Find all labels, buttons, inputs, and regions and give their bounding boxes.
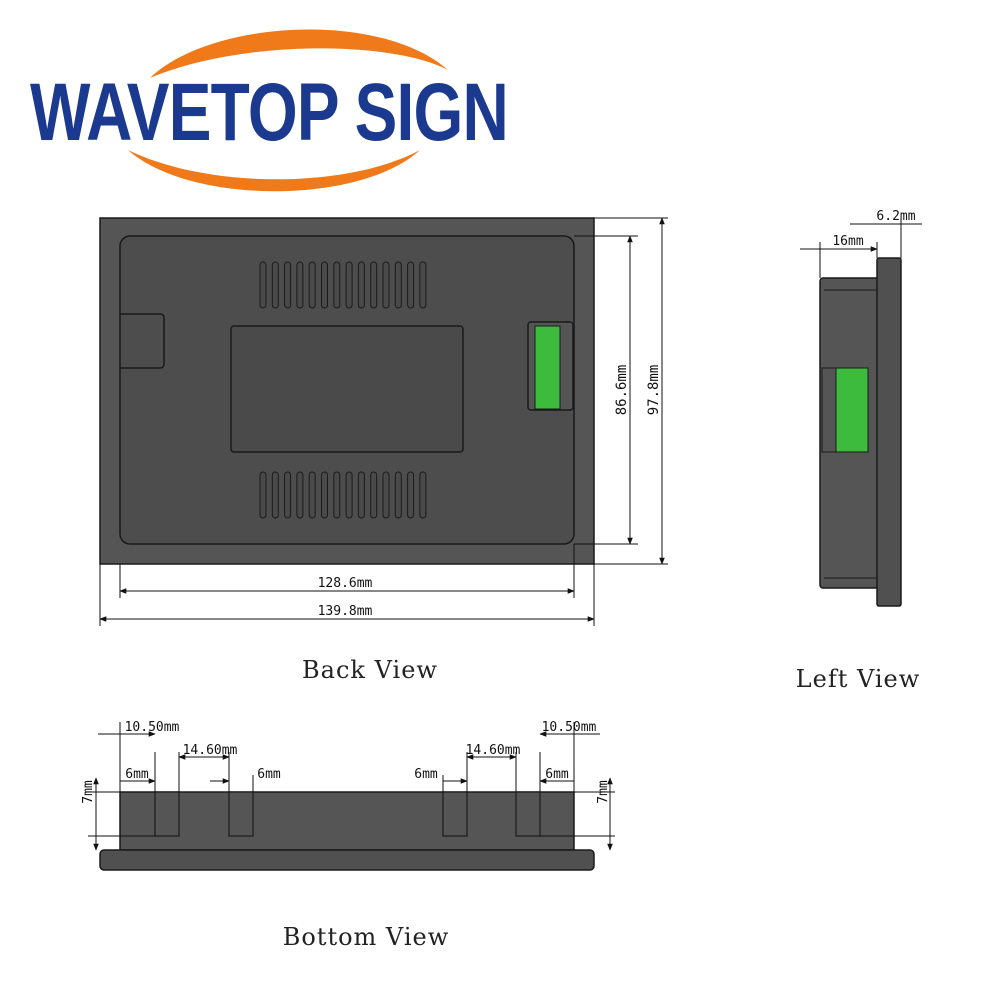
vent-slot xyxy=(284,261,292,309)
dim-slot-left-b: 6mm xyxy=(257,767,281,782)
dim-back-inner-width: 128.6mm xyxy=(318,576,373,591)
dim-back-outer-height: 97.8mm xyxy=(646,365,662,416)
vent-slot xyxy=(308,261,316,309)
dim-left-depth: 16mm xyxy=(832,234,863,249)
left-connector-housing xyxy=(821,367,837,453)
brand-name: WAVETOP SIGN xyxy=(30,67,508,158)
dim-slot-right-b: 6mm xyxy=(545,767,569,782)
back-view: 128.6mm 139.8mm 86.6mm 97.8mm Back View xyxy=(99,217,668,684)
dim-back-outer-width: 139.8mm xyxy=(318,604,373,619)
vent-slot xyxy=(259,471,267,519)
vent-slot xyxy=(407,261,415,309)
caption-back-view: Back View xyxy=(302,656,438,684)
vent-slot xyxy=(382,471,390,519)
vent-slots-bottom xyxy=(259,471,427,519)
dim-height-right: 7mm xyxy=(596,780,611,804)
dim-back-inner-height: 86.6mm xyxy=(614,365,630,416)
logo-swoosh-bottom xyxy=(128,150,420,192)
vent-slot xyxy=(407,471,415,519)
bottom-slot-3 xyxy=(442,791,468,837)
vent-slot xyxy=(394,261,402,309)
brand-logo: WAVETOP SIGN xyxy=(30,29,509,192)
green-connector xyxy=(534,325,561,410)
vent-slots-top xyxy=(259,261,427,309)
dim-bottom-spacing-left: 14.60mm xyxy=(183,743,238,758)
vent-slot xyxy=(419,261,427,309)
logo-swoosh-top xyxy=(150,29,448,78)
dim-bottom-spacing-right: 14.60mm xyxy=(466,743,521,758)
caption-bottom-view: Bottom View xyxy=(283,923,450,951)
vent-slot xyxy=(321,471,328,519)
left-view: 16mm 6.2mm Left View xyxy=(796,209,922,693)
bottom-slot-4 xyxy=(515,791,541,837)
left-green-connector xyxy=(835,367,869,453)
bottom-slot-2 xyxy=(228,791,254,837)
vent-slot xyxy=(271,471,279,519)
vent-slot xyxy=(296,261,304,309)
vent-slot xyxy=(271,261,279,309)
left-bezel xyxy=(876,257,902,607)
bottom-view: 10.50mm 14.60mm 6mm 6mm 6mm 14.60mm 6mm … xyxy=(81,720,615,951)
vent-slot xyxy=(370,471,378,519)
vent-slot xyxy=(259,261,267,309)
bottom-body xyxy=(119,791,575,851)
vent-slot xyxy=(370,261,378,309)
caption-left-view: Left View xyxy=(796,665,921,693)
dim-height-left: 7mm xyxy=(81,780,96,804)
back-notch xyxy=(120,313,165,369)
dim-left-bezel: 6.2mm xyxy=(876,209,915,224)
back-label-area xyxy=(230,325,464,453)
vent-slot xyxy=(394,471,402,519)
dim-slot-right-a: 6mm xyxy=(414,767,438,782)
vent-slot xyxy=(321,261,328,309)
vent-slot xyxy=(345,471,353,519)
vent-slot xyxy=(296,471,304,519)
vent-slot xyxy=(308,471,316,519)
bottom-bezel xyxy=(99,849,595,871)
dim-slot-left-a: 6mm xyxy=(125,767,149,782)
vent-slot xyxy=(357,261,365,309)
vent-slot xyxy=(382,261,390,309)
dim-bottom-offset-left: 10.50mm xyxy=(125,720,180,735)
vent-slot xyxy=(333,471,341,519)
vent-slot xyxy=(284,471,292,519)
bottom-slot-1 xyxy=(154,791,180,837)
vent-slot xyxy=(345,261,353,309)
vent-slot xyxy=(333,261,341,309)
vent-slot xyxy=(357,471,365,519)
dim-bottom-offset-right: 10.50mm xyxy=(542,720,597,735)
vent-slot xyxy=(419,471,427,519)
